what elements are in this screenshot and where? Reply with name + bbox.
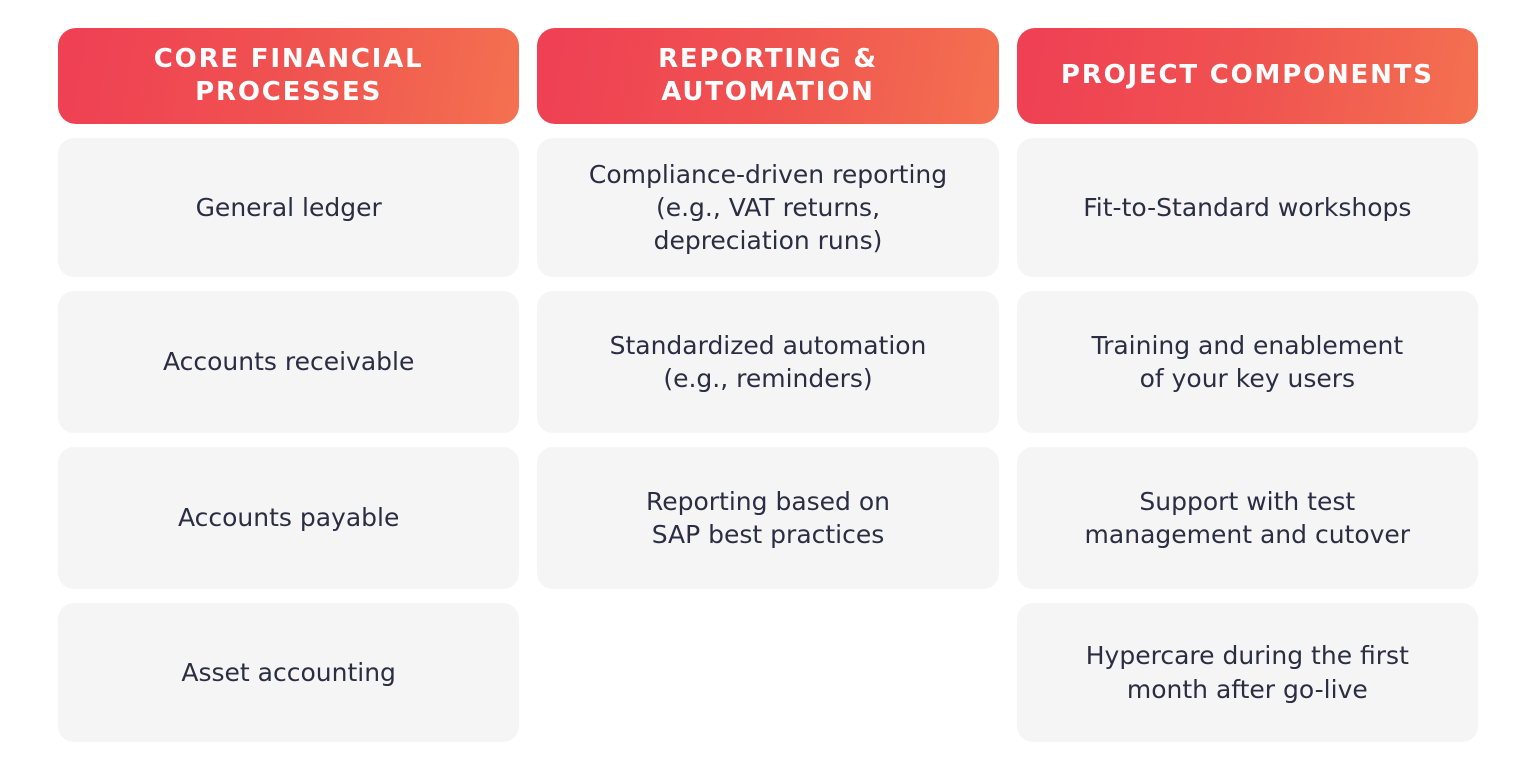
card-item: Hypercare during the first month after g… (1016, 603, 1478, 742)
card-item: Reporting based on SAP best practices (537, 447, 999, 589)
card-item: Accounts payable (58, 447, 520, 589)
card-item: Support with test management and cutover (1016, 447, 1478, 589)
card-item: General ledger (58, 138, 520, 277)
column-project-components: PROJECT COMPONENTS Fit-to-Standard works… (1016, 28, 1478, 742)
column-header-label: PROJECT COMPONENTS (1060, 60, 1434, 91)
column-header-label: CORE FINANCIAL PROCESSES (153, 43, 424, 107)
column-header-project-components: PROJECT COMPONENTS (1016, 28, 1478, 124)
card-item: Accounts receivable (58, 291, 520, 433)
column-core-financial-processes: CORE FINANCIAL PROCESSES General ledger … (58, 28, 520, 742)
card-item: Training and enablement of your key user… (1016, 291, 1478, 433)
column-header-core-financial-processes: CORE FINANCIAL PROCESSES (58, 28, 520, 124)
card-item: Compliance-driven reporting (e.g., VAT r… (537, 138, 999, 277)
card-item: Fit-to-Standard workshops (1016, 138, 1478, 277)
column-header-reporting-and-automation: REPORTING & AUTOMATION (537, 28, 999, 124)
card-item: Asset accounting (58, 603, 520, 742)
card-placeholder-empty (537, 603, 998, 742)
card-item: Standardized automation (e.g., reminders… (537, 291, 999, 433)
column-header-label: REPORTING & AUTOMATION (658, 43, 878, 107)
column-reporting-and-automation: REPORTING & AUTOMATION Compliance-driven… (537, 28, 999, 742)
